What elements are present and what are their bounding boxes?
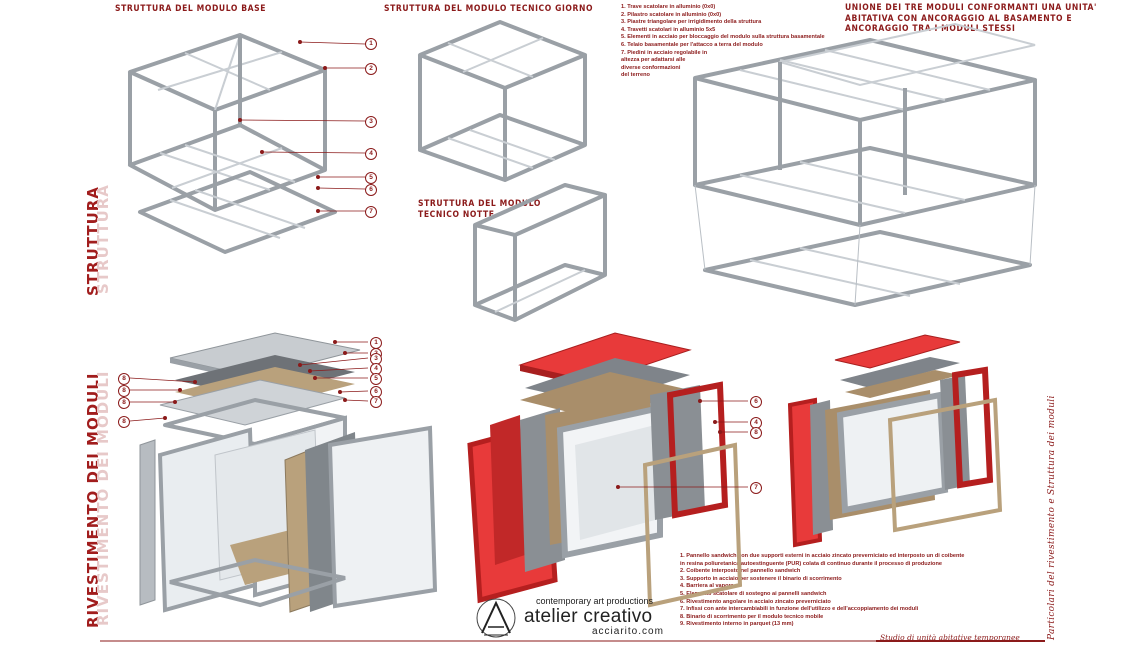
heading-base-module: STRUTTURA DEL MODULO BASE	[115, 4, 267, 14]
union-structure	[693, 22, 1037, 307]
structure-legend-item: 2. Pilastro scatolare in alluminio (0x0)	[621, 11, 722, 18]
callout-cladding-8b: 8	[118, 385, 130, 397]
cladding-legend-item: 9. Rivestimento interno in parquet (13 m…	[680, 621, 794, 628]
callout-middle-6: 6	[750, 396, 762, 408]
cladding-middle-module	[467, 332, 743, 608]
heading-union-line2: ABITATIVA CON ANCORAGGIO AL BASAMENTO E	[845, 13, 1073, 24]
technical-night-structure	[473, 183, 607, 322]
callout-structure-1: 1	[365, 38, 377, 50]
callout-structure-7: 7	[365, 206, 377, 218]
callout-cladding-4: 4	[370, 363, 382, 375]
callout-cladding-8d: 8	[118, 416, 130, 428]
heading-technical-night: STRUTTURA DEL MODULO TECNICO NOTTE	[418, 199, 541, 220]
structure-legend-item: 1. Trave scatolare in alluminio (0x0)	[621, 4, 716, 10]
cladding-right-module	[787, 334, 1003, 548]
footer-site: acciarito.com	[592, 626, 664, 637]
cladding-legend-item: 4. Barriera al vapore	[680, 583, 734, 590]
structure-legend-item: 6. Telaio basamentale per l'attacco a te…	[621, 41, 763, 48]
structure-legend-item: 5. Elementi in acciaio per bloccaggio de…	[621, 34, 825, 41]
callout-structure-3: 3	[365, 116, 377, 128]
structure-legend: 1. Trave scatolare in alluminio (0x0) 2.…	[621, 4, 825, 80]
callout-middle-7: 7	[750, 482, 762, 494]
callout-cladding-1: 1	[370, 337, 382, 349]
callout-structure-5: 5	[365, 172, 377, 184]
structure-legend-item: 7. Piedini in acciaio regolabile in	[621, 49, 708, 56]
cladding-left-module	[139, 332, 438, 613]
footer-study: Studio di unità abitative temporanee	[880, 633, 1020, 642]
callout-cladding-8c: 8	[118, 397, 130, 409]
cladding-left-leaders	[129, 340, 369, 422]
cladding-legend-item: 3. Supporto in acciaio per sostenere il …	[680, 575, 842, 582]
structure-legend-item: 3. Piastre triangolare per irrigidimento…	[621, 19, 762, 26]
footer-tagline: contemporary art productions	[536, 596, 654, 606]
base-module-structure	[128, 33, 337, 254]
callout-structure-6: 6	[365, 184, 377, 196]
structure-legend-item: altezza per adattarsi alle	[621, 57, 686, 64]
callout-structure-4: 4	[365, 148, 377, 160]
cladding-middle-leaders	[616, 399, 748, 489]
atelier-logo-mark-icon	[476, 598, 516, 638]
cladding-legend-item: 1. Pannello sandwich con due supporti es…	[680, 553, 965, 559]
structure-legend-item: 4. Travetti scatolari in alluminio 5x5	[621, 26, 716, 33]
heading-technical-night-line2: TECNICO NOTTE	[418, 209, 495, 220]
cladding-legend-item: 7. Infissi con ante intercambiabili in f…	[680, 606, 919, 613]
callout-cladding-5: 5	[370, 373, 382, 385]
base-module-leaders	[238, 40, 366, 213]
cladding-legend-item: in resina poliuretanica autoestinguente …	[680, 560, 943, 567]
structure-legend-item: del terreno	[621, 72, 650, 79]
heading-technical-day: STRUTTURA DEL MODULO TECNICO GIORNO	[384, 4, 594, 14]
heading-technical-night-line1: STRUTTURA DEL MODULO	[418, 199, 541, 209]
cladding-legend-item: 8. Binario di scorrimento per il modulo …	[680, 613, 824, 620]
callout-cladding-7: 7	[370, 396, 382, 408]
footer-brand: atelier creativo	[524, 606, 653, 627]
cladding-legend-item: 5. Elemento scatolare di sostegno ai pan…	[680, 590, 827, 597]
heading-union-line1: UNIONE DEI TRE MODULI CONFORMANTI UNA UN…	[845, 3, 1097, 13]
cladding-legend-item: 6. Rivestimento angolare in acciaio zinc…	[680, 598, 831, 605]
callout-cladding-8a: 8	[118, 373, 130, 385]
atelier-logo	[474, 597, 518, 639]
callout-middle-8: 8	[750, 427, 762, 439]
structure-legend-item: diverse conformazioni	[621, 64, 681, 71]
technical-day-structure	[418, 20, 587, 182]
callout-structure-2: 2	[365, 63, 377, 75]
